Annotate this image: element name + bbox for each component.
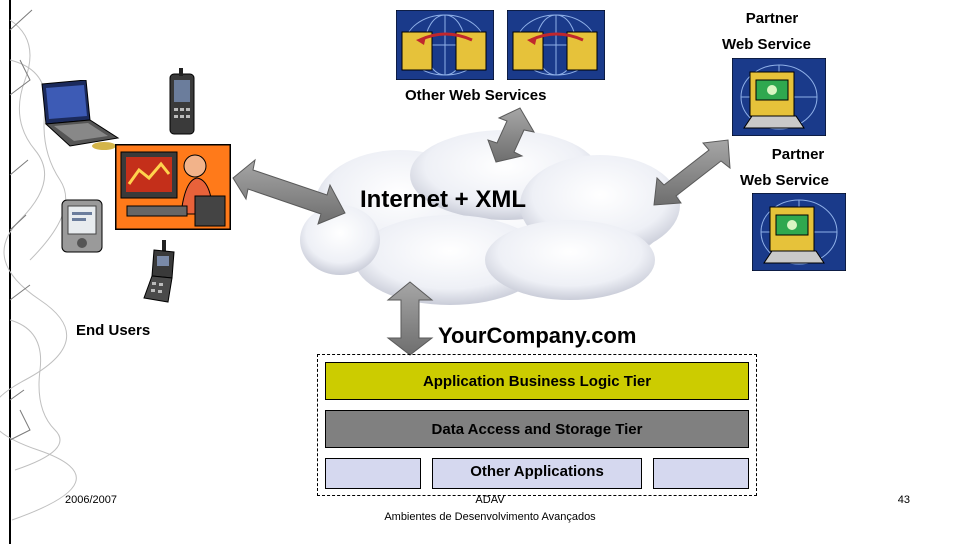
application-slot <box>325 458 421 489</box>
internet-cloud <box>300 130 680 305</box>
business-logic-tier: Application Business Logic Tier <box>325 362 749 400</box>
page-number: 43 <box>897 494 910 506</box>
other-web-services-label: Other Web Services <box>405 87 547 104</box>
footer-course: ADAV <box>475 494 505 506</box>
pda-icon <box>61 199 103 253</box>
application-slot <box>432 458 642 489</box>
company-boundary <box>317 354 757 496</box>
arrow-internet-webservices <box>487 107 535 163</box>
desktop-user-icon <box>115 144 231 230</box>
other-applications-label: Other Applications <box>470 463 604 480</box>
data-access-tier: Data Access and Storage Tier <box>325 410 749 448</box>
partner-label-1b: Web Service <box>722 36 811 53</box>
application-slot <box>653 458 749 489</box>
internet-label: Internet + XML <box>360 186 527 213</box>
left-edge-sketch <box>0 0 77 544</box>
flip-phone-icon <box>143 240 175 303</box>
arrow-internet-partner <box>653 139 731 206</box>
partner-computer-icon <box>752 193 846 271</box>
footer-course-full: Ambientes de Desenvolvimento Avançados <box>384 511 596 523</box>
arrow-internet-company <box>386 281 434 356</box>
partner-label-1a: Partner <box>745 10 799 27</box>
footer-year: 2006/2007 <box>65 494 117 506</box>
partner-label-2a: Partner <box>771 146 825 163</box>
arrow-users-internet <box>232 158 346 225</box>
partner-computer-icon <box>732 58 826 136</box>
laptop-icon <box>41 80 120 150</box>
web-service-computer-icon <box>507 10 605 80</box>
web-service-computer-icon <box>396 10 494 80</box>
end-users-label: End Users <box>76 322 151 339</box>
company-label: YourCompany.com <box>438 323 637 348</box>
partner-label-2b: Web Service <box>740 172 829 189</box>
mobile-phone-icon <box>169 68 195 135</box>
